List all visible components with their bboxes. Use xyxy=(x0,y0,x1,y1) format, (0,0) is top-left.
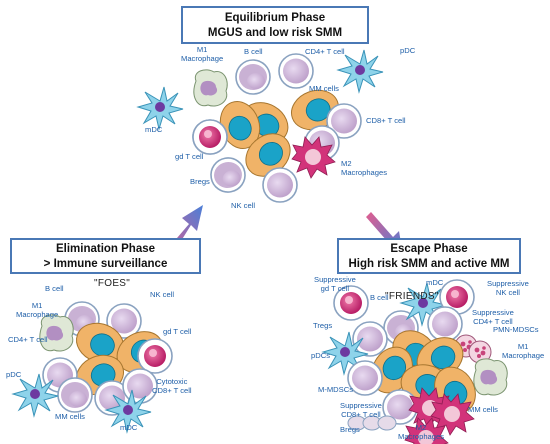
escape-subtitle: High risk SMM and active MM xyxy=(348,258,510,270)
foes-quote: "FOES" xyxy=(94,278,131,289)
label-supp-cd8: Suppressive CD8+ T cell xyxy=(340,401,382,419)
label-mdc: mDC xyxy=(426,278,444,287)
label-mm-cells: MM cells xyxy=(55,412,85,421)
m1-macrophage-icon xyxy=(193,69,228,107)
label-gd-t-cell: gd T cell xyxy=(175,152,204,161)
gd-t-cell-icon xyxy=(137,338,173,374)
label-supp-nk-cell: Suppressive NK cell xyxy=(487,279,529,297)
label-mdc: mDC xyxy=(145,125,163,134)
label-bregs: Bregs xyxy=(340,425,360,434)
label-b-cell: B cell xyxy=(45,284,64,293)
breg-icon xyxy=(207,154,249,196)
label-mm-cells: MM cells xyxy=(309,84,339,93)
label-m1-macrophage: M1 Macrophage xyxy=(502,342,545,360)
elimination-title: Elimination Phase xyxy=(55,243,156,255)
label-mdc: mDC xyxy=(120,423,138,432)
nk-cell-icon xyxy=(262,167,298,203)
label-supp-gd-t-cell: Suppressive gd T cell xyxy=(314,275,356,293)
cd4-t-cell-icon xyxy=(278,53,314,89)
label-mm-cells: MM cells xyxy=(468,405,498,414)
label-supp-cd4: Suppressive CD4+ T cell xyxy=(472,308,514,326)
breg-icon xyxy=(377,415,397,431)
label-m-mdscs: M-MDSCs xyxy=(318,385,354,394)
label-nk-cell: NK cell xyxy=(231,201,256,210)
label-pdc: pDC xyxy=(400,46,416,55)
label-m1-macrophage: M1 Macrophage xyxy=(181,45,224,63)
equilibrium-phase-box: Equilibrium Phase MGUS and low risk SMM xyxy=(181,6,369,44)
m-mdsc-icon xyxy=(347,360,383,396)
label-m2-macrophages: M2 Macrophages xyxy=(341,159,388,177)
equilibrium-cluster xyxy=(137,49,384,203)
friends-quote: "FRIENDS" xyxy=(385,291,439,302)
gd-t-cell-icon xyxy=(192,119,228,155)
label-cd4-t-cell: CD4+ T cell xyxy=(8,335,48,344)
label-b-cell: B cell xyxy=(244,47,263,56)
b-cell-icon xyxy=(235,59,271,95)
supp-cd4-icon xyxy=(427,306,463,342)
label-nk-cell: NK cell xyxy=(150,290,175,299)
mdc-icon xyxy=(137,86,184,130)
label-pdc: pDC xyxy=(6,370,22,379)
elimination-phase-box: Elimination Phase > Immune surveillance xyxy=(10,238,201,274)
label-b-cell: B cell xyxy=(370,293,389,302)
equilibrium-title: Equilibrium Phase xyxy=(224,12,326,24)
label-bregs: Bregs xyxy=(190,177,210,186)
escape-phase-box: Escape Phase High risk SMM and active MM xyxy=(337,238,521,274)
escape-title: Escape Phase xyxy=(390,243,468,255)
label-m2-macrophages: M2 Macrophages xyxy=(398,423,445,441)
label-pmn-mdscs: PMN-MDSCs xyxy=(493,325,539,334)
label-cd8-t-cell: CD8+ T cell xyxy=(366,116,406,125)
pdc-icon xyxy=(337,49,384,93)
label-gd-t-cell: gd T cell xyxy=(163,327,192,336)
label-cytotoxic-cd8: Cytotoxic CD8+ T cell xyxy=(152,377,192,395)
m1-macrophage-icon xyxy=(473,358,508,396)
label-pdcs: pDCs xyxy=(311,351,330,360)
treg-icon xyxy=(352,321,388,357)
elimination-subtitle: > Immune surveillance xyxy=(43,258,168,270)
m1-macrophage-icon xyxy=(39,314,74,352)
elimination-cluster xyxy=(12,301,173,433)
label-cd4-t-cell: CD4+ T cell xyxy=(305,47,345,56)
b-cell-icon xyxy=(57,377,93,413)
escape-cluster xyxy=(322,279,508,444)
label-m1-macrophage: M1 Macrophage xyxy=(16,301,59,319)
equilibrium-subtitle: MGUS and low risk SMM xyxy=(207,27,343,39)
label-tregs: Tregs xyxy=(313,321,333,330)
